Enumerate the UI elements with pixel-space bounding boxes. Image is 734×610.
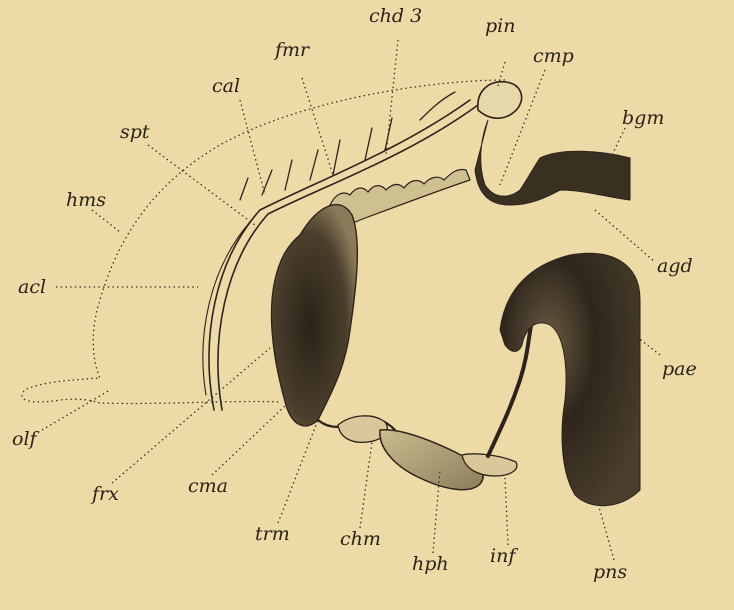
label-agd: agd <box>657 255 693 277</box>
label-olf: olf <box>12 428 40 450</box>
label-chd3: chd 3 <box>369 5 422 27</box>
label-cmp: cmp <box>533 45 574 67</box>
third-ventricle-wall <box>271 205 357 426</box>
label-trm: trm <box>255 523 290 545</box>
label-bgm: bgm <box>622 107 664 129</box>
label-frx: frx <box>90 483 119 505</box>
label-acl: acl <box>18 276 46 298</box>
label-hph: hph <box>412 553 449 575</box>
label-hms: hms <box>66 189 106 211</box>
posterior-commissure-strand <box>475 120 630 205</box>
pineal-body <box>478 82 522 118</box>
label-cma: cma <box>188 475 228 497</box>
septum-strand-3 <box>203 222 250 395</box>
hemisphere-outline <box>22 80 505 403</box>
label-pns: pns <box>593 561 627 583</box>
label-pin: pin <box>485 15 515 37</box>
label-chm: chm <box>340 528 381 550</box>
label-inf: inf <box>490 545 518 567</box>
label-fmr: fmr <box>273 39 311 61</box>
label-pae: pae <box>662 358 697 380</box>
label-cal: cal <box>212 75 240 97</box>
label-spt: spt <box>120 121 150 143</box>
